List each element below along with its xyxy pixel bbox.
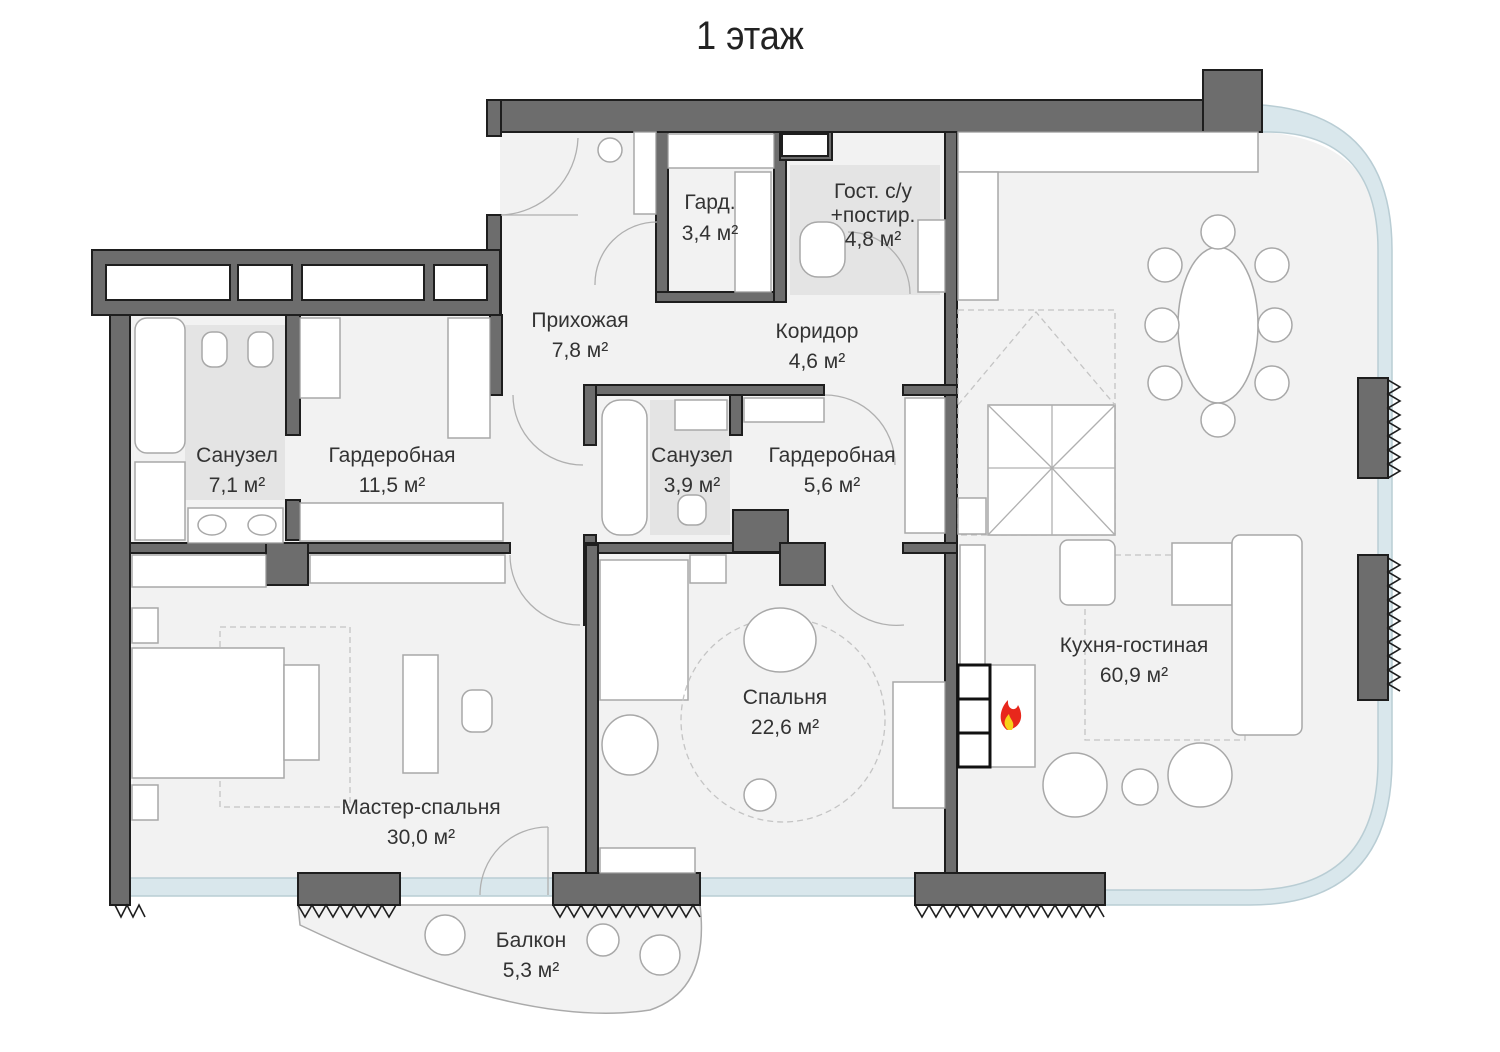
room-name: Коридор	[776, 320, 859, 343]
room-name: Гардеробная	[768, 444, 895, 467]
room-area: 7,8 м²	[552, 339, 608, 362]
window-glass	[129, 877, 299, 897]
room-name: +постир.	[831, 204, 916, 227]
door-icon	[479, 137, 911, 896]
room-area: 3,9 м²	[664, 474, 720, 497]
room-area: 22,6 м²	[751, 716, 819, 739]
floor-title: 1 этаж	[696, 14, 804, 58]
room-area: 4,6 м²	[789, 350, 845, 373]
room-area: 5,6 м²	[804, 474, 860, 497]
facade-hatching	[114, 379, 1402, 919]
room-area: 3,4 м²	[682, 222, 738, 245]
room-name: Мастер-спальня	[341, 796, 500, 819]
fireplace-icon	[956, 663, 1022, 769]
room-area: 60,9 м²	[1100, 664, 1168, 687]
window	[301, 264, 425, 301]
room-area: 30,0 м²	[387, 826, 455, 849]
room-name: Санузел	[651, 444, 733, 467]
room-name: Кухня-гостиная	[1060, 634, 1209, 657]
room-name: Гардеробная	[328, 444, 455, 467]
room-labels: Гард. 3,4 м² Гост. с/у +постир. 4,8 м² П…	[196, 180, 1208, 982]
room-area: 5,3 м²	[503, 959, 559, 982]
staircase-icon	[957, 310, 1116, 536]
furniture	[131, 131, 1303, 976]
window-glass	[699, 877, 916, 897]
vent-shaft	[781, 133, 829, 157]
room-name: Балкон	[496, 929, 566, 952]
window-glass	[399, 877, 554, 897]
room-area: 11,5 м²	[359, 474, 426, 497]
window	[105, 264, 231, 301]
room-name: Санузел	[196, 444, 278, 467]
room-name: Гард.	[684, 191, 735, 214]
room-name: Спальня	[743, 686, 827, 709]
room-name: Гост. с/у	[834, 180, 912, 203]
walls	[91, 69, 1389, 906]
room-area: 4,8 м²	[845, 228, 901, 251]
room-name: Прихожая	[531, 309, 628, 332]
window	[237, 264, 293, 301]
window	[433, 264, 488, 301]
room-area: 7,1 м²	[209, 474, 265, 497]
